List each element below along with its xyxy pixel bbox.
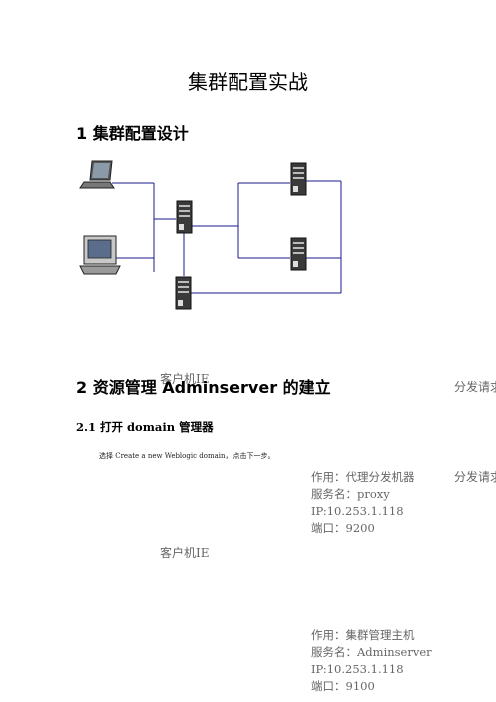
- laptop-icon: [79, 160, 115, 189]
- client-label-overlap: 客户机IE: [160, 372, 210, 386]
- proxy-service: 服务名：proxy: [311, 487, 390, 501]
- admin-port: 端口：9100: [311, 679, 375, 693]
- dispatch-label-2: 分发请求: [454, 470, 496, 484]
- admin-ip: IP:10.253.1.118: [311, 662, 404, 676]
- section-heading-2: 2 资源管理 Adminserver 的建立: [76, 378, 331, 397]
- instruction-text: 选择 Create a new Weblogic domain，点击下一步。: [99, 452, 275, 460]
- proxy-role: 作用：代理分发机器: [311, 470, 415, 484]
- client-label: 客户机IE: [160, 546, 210, 560]
- section-heading-2-1: 2.1 打开 domain 管理器: [76, 420, 214, 434]
- cluster-server-2-icon: [290, 237, 307, 271]
- section-heading-1: 1 集群配置设计: [76, 124, 189, 143]
- admin-role: 作用：集群管理主机: [311, 628, 415, 642]
- proxy-server-icon: [176, 200, 193, 234]
- proxy-info-block: 作用：代理分发机器 服务名：proxy IP:10.253.1.118 端口：9…: [311, 469, 415, 537]
- page-title: 集群配置实战: [188, 70, 308, 94]
- dispatch-label-1: 分发请求: [454, 380, 496, 394]
- desktop-computer-icon: [79, 235, 121, 275]
- proxy-ip: IP:10.253.1.118: [311, 504, 404, 518]
- admin-service: 服务名：Adminserver: [311, 645, 432, 659]
- admin-server-icon: [175, 276, 192, 310]
- cluster-server-1-icon: [290, 162, 307, 196]
- proxy-port: 端口：9200: [311, 521, 375, 535]
- admin-info-block: 作用：集群管理主机 服务名：Adminserver IP:10.253.1.11…: [311, 627, 432, 695]
